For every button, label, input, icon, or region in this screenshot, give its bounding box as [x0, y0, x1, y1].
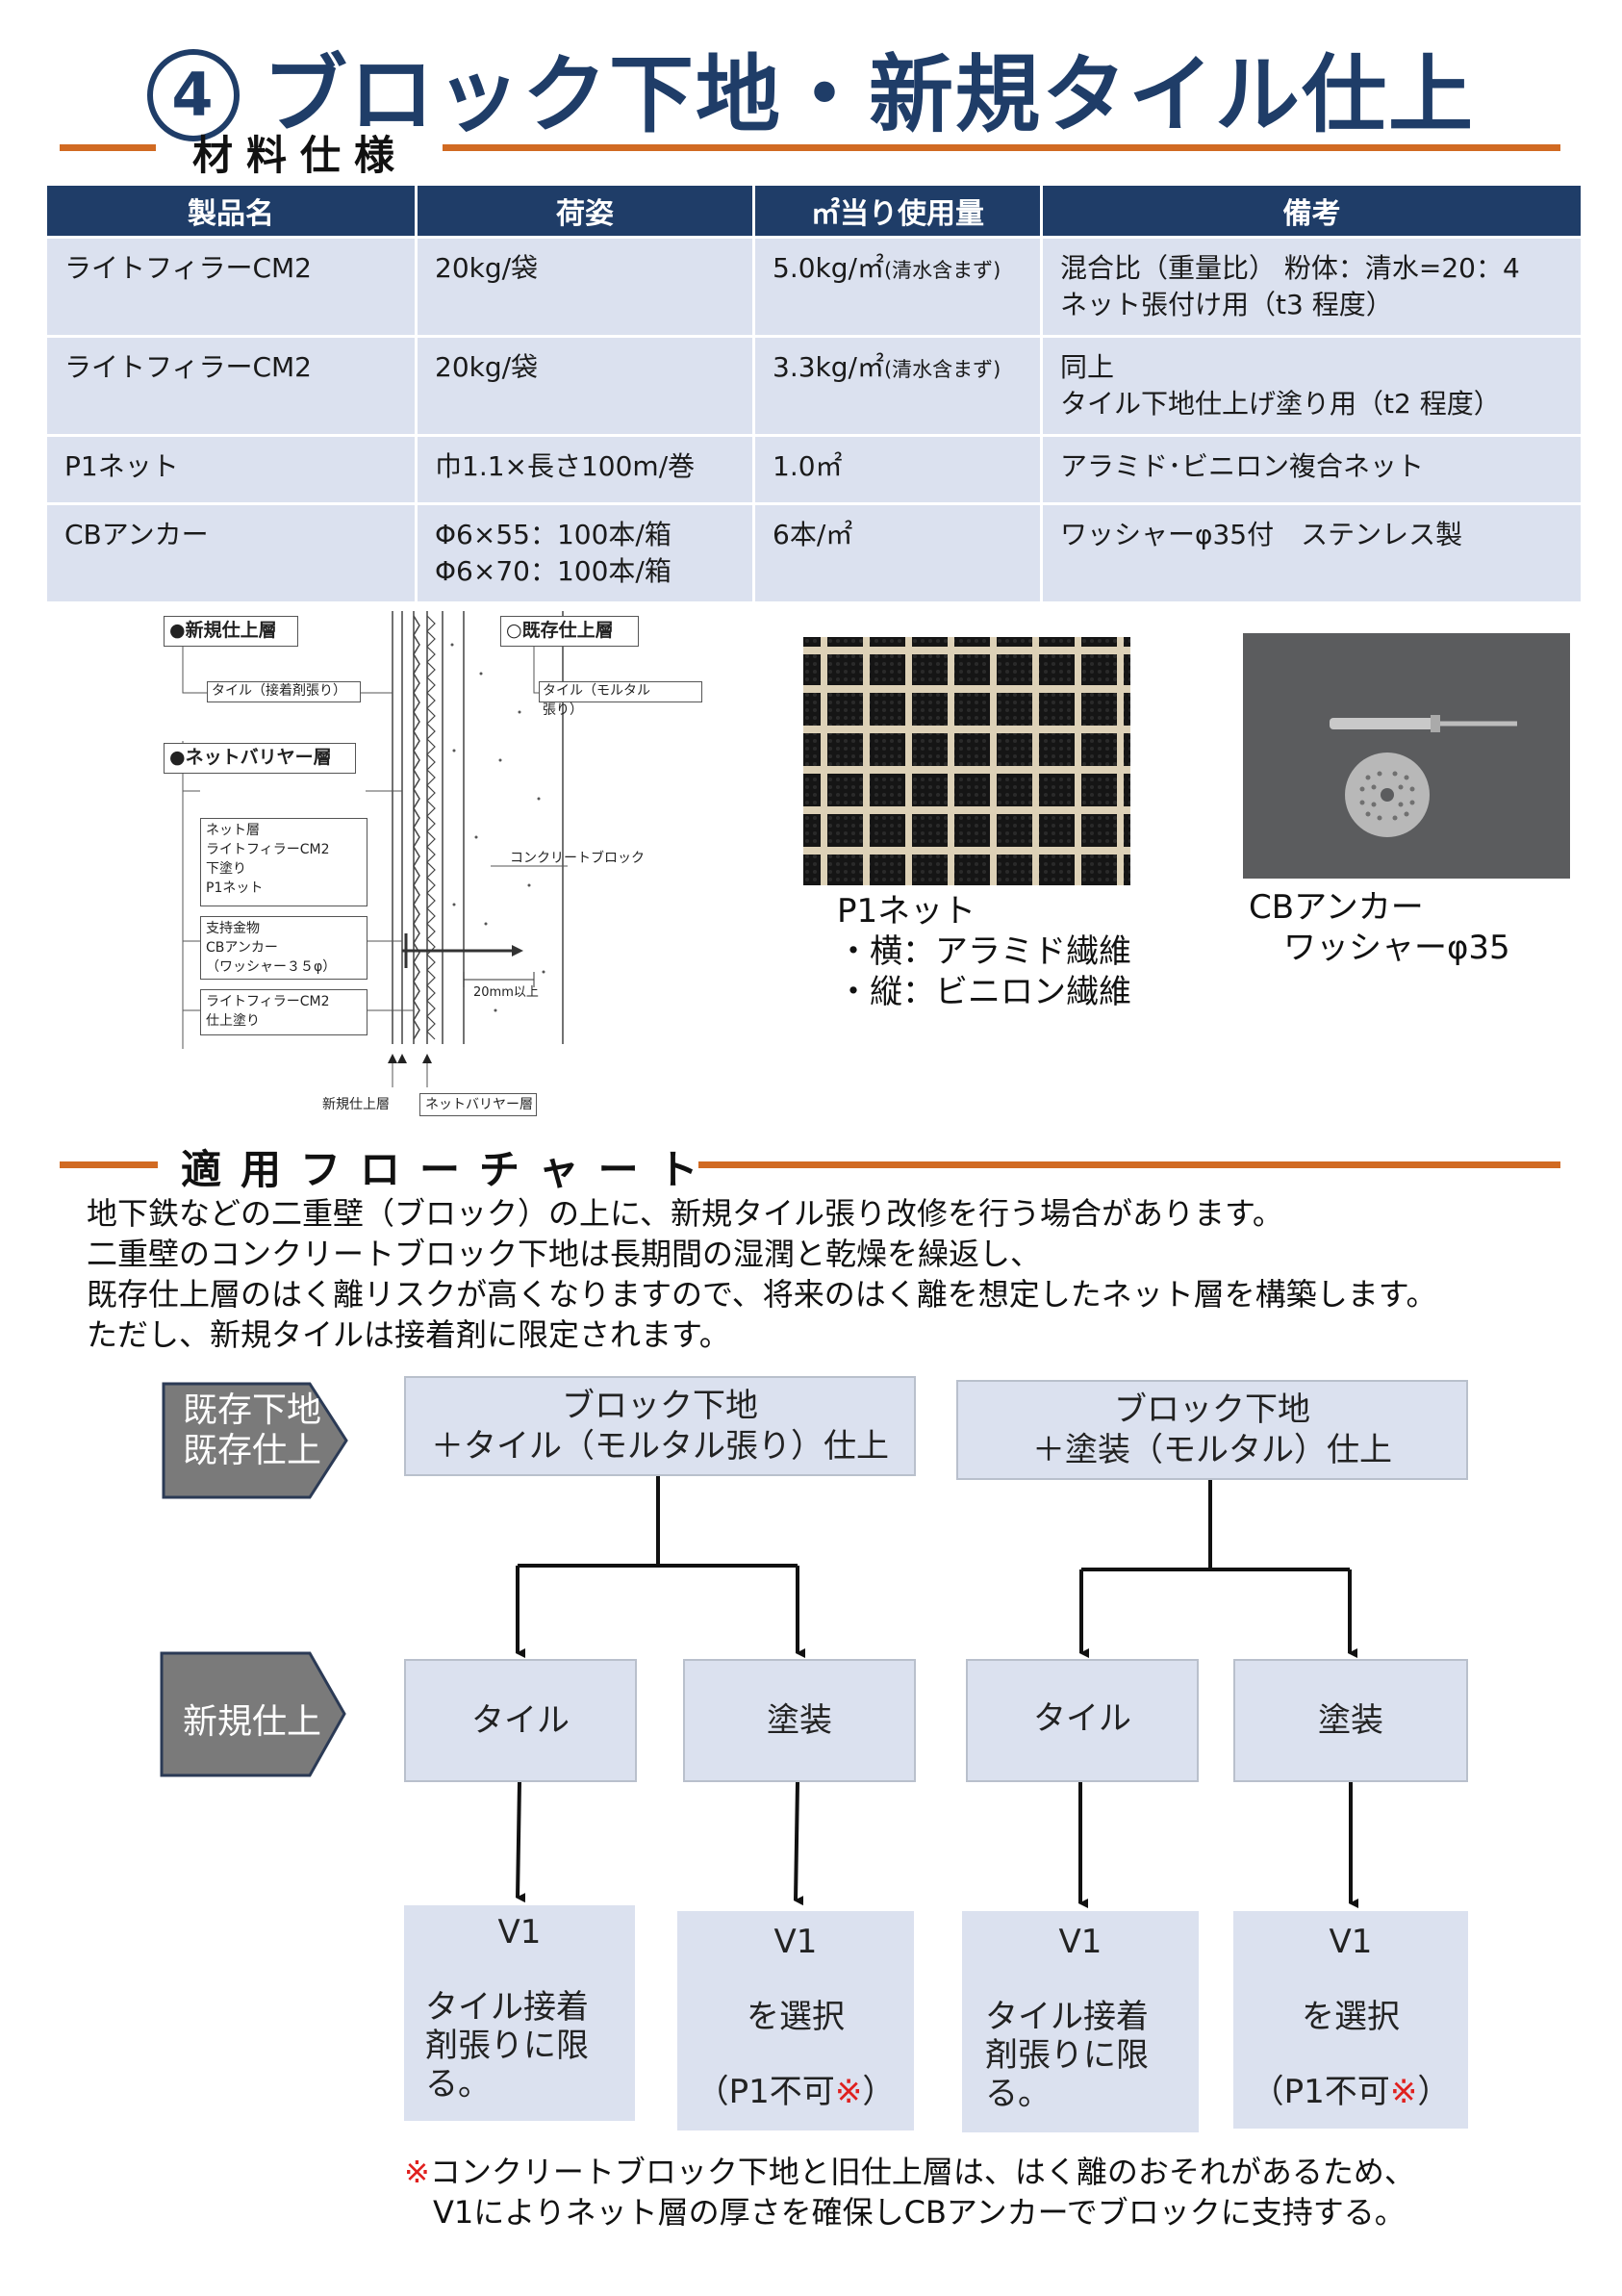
- result-select-box-b: V1 を選択 （P1不可※）: [1233, 1911, 1468, 2129]
- cell-remarks: ワッシャーφ35付 ステンレス製: [1043, 505, 1581, 601]
- depth-label: 20mm以上: [473, 985, 539, 1000]
- spec-table: 製品名 荷姿 ㎡当り使用量 備考 ライトフィラーCM2 20kg/袋 5.0kg…: [44, 183, 1584, 604]
- net-layer-box: [200, 818, 367, 906]
- cell-remarks: 同上タイル下地仕上げ塗り用（t2 程度）: [1043, 338, 1581, 434]
- wall-section-diagram: ●新規仕上層 タイル（接着剤張り） ○既存仕上層 タイル（モルタル張り） ●ネッ…: [154, 606, 702, 1126]
- p1-net-caption: P1ネット ・横：アラミド繊維 ・縦：ビニロン繊維: [837, 892, 1131, 1011]
- footnote: ※コンクリートブロック下地と旧仕上層は、はく離のおそれがあるため、 V1によりネ…: [404, 2154, 1415, 2231]
- tile-mortar-box: [539, 681, 702, 702]
- flow-heading: 適用フローチャート: [181, 1146, 718, 1193]
- finish-coat-box: [200, 989, 367, 1035]
- cell-name: P1ネット: [47, 437, 415, 502]
- bottom-barrier-box: [419, 1093, 537, 1116]
- new-paint-box-a: 塗装: [683, 1659, 916, 1782]
- cell-package: 20kg/袋: [418, 338, 752, 434]
- bottom-barrier-label: ネットバリヤー層: [425, 1097, 533, 1112]
- new-tile-box-a: タイル: [404, 1659, 637, 1782]
- intro-text: 地下鉄などの二重壁（ブロック）の上に、新規タイル張り改修を行う場合があります。 …: [87, 1195, 1437, 1353]
- tile-adhesive-label: タイル（接着剤張り）: [212, 683, 346, 699]
- net-barrier-label: ●ネットバリヤー層: [169, 747, 332, 768]
- cell-usage: 6本/㎡: [755, 505, 1040, 601]
- cell-name: ライトフィラーCM2: [47, 239, 415, 335]
- materials-heading: 材料仕様: [192, 132, 409, 179]
- col-header-package: 荷姿: [418, 186, 752, 236]
- footnote-line-1: コンクリートブロック下地と旧仕上層は、はく離のおそれがあるため、: [429, 2154, 1415, 2190]
- net-barrier-box: [164, 743, 356, 774]
- page-title-text: ブロック下地・新規タイル仕上: [262, 45, 1475, 144]
- bottom-new-label: 新規仕上層: [322, 1097, 390, 1112]
- cb-anchor-image: [1243, 633, 1570, 879]
- col-header-usage: ㎡当り使用量: [755, 186, 1040, 236]
- section-rule-left: [60, 144, 156, 151]
- col-header-name: 製品名: [47, 186, 415, 236]
- cell-name: ライトフィラーCM2: [47, 338, 415, 434]
- existing-layer-box: [500, 616, 639, 647]
- result-tile-box-a: V1 タイル接着剤張りに限る。: [404, 1905, 635, 2121]
- col-header-remarks: 備考: [1043, 186, 1581, 236]
- flow-rule-right: [698, 1161, 1560, 1168]
- table-row: P1ネット 巾1.1×長さ100m/巻 1.0㎡ アラミド･ビニロン複合ネット: [47, 437, 1581, 502]
- flow-rule-left: [60, 1161, 158, 1168]
- cell-usage: 1.0㎡: [755, 437, 1040, 502]
- tile-adhesive-box: [207, 681, 361, 702]
- p1-net-image: [803, 637, 1130, 885]
- existing-tile-box: ブロック下地＋タイル（モルタル張り）仕上: [404, 1376, 916, 1476]
- section-number: 4: [146, 49, 240, 142]
- result-select-box-a: V1 を選択 （P1不可※）: [677, 1911, 914, 2130]
- existing-label: 既存下地 既存仕上: [183, 1390, 322, 1470]
- existing-paint-box: ブロック下地＋塗装（モルタル）仕上: [956, 1380, 1468, 1480]
- cell-usage: 3.3kg/㎡(清水含まず): [755, 338, 1040, 434]
- cell-name: CBアンカー: [47, 505, 415, 601]
- new-finish-label: 新規仕上: [183, 1702, 322, 1742]
- section-rule-right: [443, 144, 1560, 151]
- cell-package: 巾1.1×長さ100m/巻: [418, 437, 752, 502]
- concrete-block-label: コンクリートブロック: [510, 851, 645, 866]
- cell-usage: 5.0kg/㎡(清水含まず): [755, 239, 1040, 335]
- table-row: ライトフィラーCM2 20kg/袋 5.0kg/㎡(清水含まず) 混合比（重量比…: [47, 239, 1581, 335]
- support-box: [200, 916, 367, 980]
- cell-remarks: アラミド･ビニロン複合ネット: [1043, 437, 1581, 502]
- result-tile-box-b: V1 タイル接着剤張りに限る。: [962, 1911, 1199, 2132]
- existing-layer-label: ○既存仕上層: [506, 620, 614, 641]
- cb-anchor-photo: [1243, 633, 1570, 879]
- tile-mortar-label: タイル（モルタル張り）: [543, 683, 650, 718]
- new-layer-box: [164, 616, 298, 647]
- cb-anchor-caption: CBアンカー ワッシャーφ35: [1249, 888, 1510, 967]
- new-tile-box-b: タイル: [966, 1659, 1199, 1782]
- footnote-line-2: V1によりネット層の厚さを確保しCBアンカーでブロックに支持する。: [433, 2194, 1406, 2231]
- cell-package: 20kg/袋: [418, 239, 752, 335]
- table-row: ライトフィラーCM2 20kg/袋 3.3kg/㎡(清水含まず) 同上タイル下地…: [47, 338, 1581, 434]
- new-paint-box-b: 塗装: [1233, 1659, 1468, 1782]
- p1-net-photo: [803, 637, 1130, 885]
- new-layer-label: ●新規仕上層: [169, 620, 277, 641]
- wall-section-drawing: [182, 611, 568, 1087]
